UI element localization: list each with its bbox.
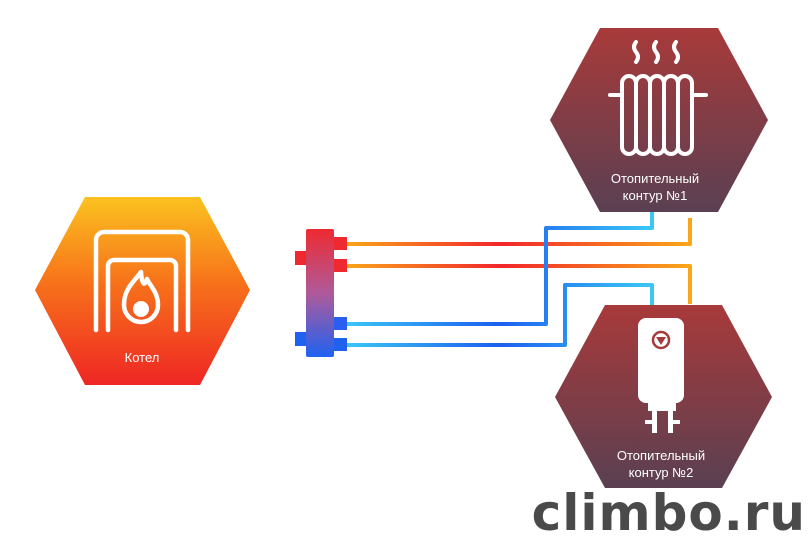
circuit2-label-line2: контур №2 (629, 465, 694, 480)
boiler-node: Котел (35, 197, 250, 385)
manifold (295, 229, 347, 357)
circuit2-supply-pipe (345, 264, 692, 304)
circuit2-node: Отопительный контур №2 (555, 305, 772, 488)
circuit1-label-line2: контур №1 (623, 188, 688, 203)
circuit1-supply-pipe (345, 218, 692, 246)
boiler-label: Котел (125, 350, 160, 365)
circuit2-label-line1: Отопительный (617, 448, 705, 463)
watermark-logo: climbo.ru (532, 484, 806, 540)
circuit2-return-pipe (345, 283, 654, 347)
radiator-icon (608, 40, 708, 156)
pipes (230, 205, 692, 347)
circuit1-return-pipe (345, 205, 654, 326)
water-heater-icon (638, 318, 684, 433)
boiler-icon (93, 229, 191, 333)
circuit1-node: Отопительный контур №1 (550, 28, 768, 212)
circuit1-label-line1: Отопительный (611, 171, 699, 186)
